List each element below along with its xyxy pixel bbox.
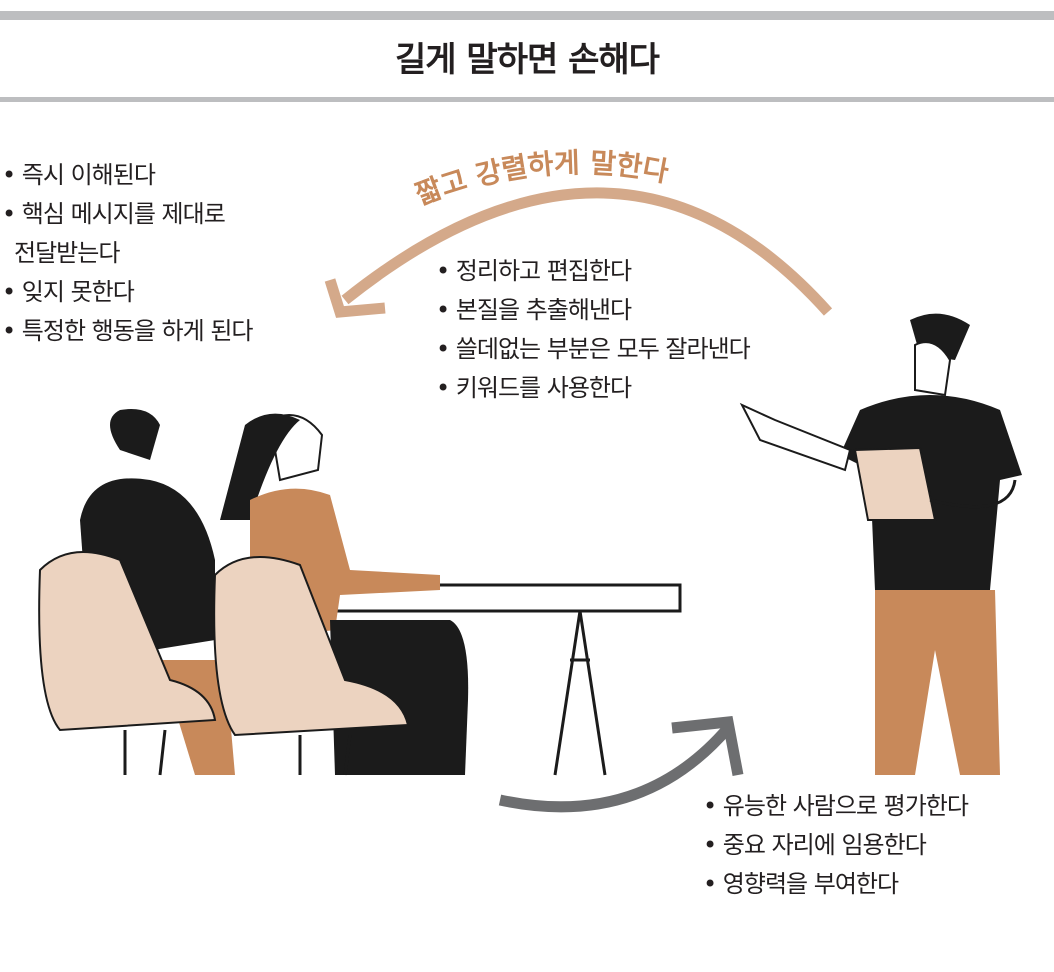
gray-arrow-head	[671, 715, 744, 777]
list-item: 특정한 행동을 하게 된다	[2, 312, 254, 351]
list-item: 정리하고 편집한다	[436, 252, 750, 291]
list-item: 중요 자리에 임용한다	[703, 826, 968, 865]
top-divider	[0, 11, 1054, 20]
list-item: 영향력을 부여한다	[703, 865, 968, 904]
list-item: 본질을 추출해낸다	[436, 291, 750, 330]
list-item: 키워드를 사용한다	[436, 369, 750, 408]
presenter	[739, 313, 1022, 775]
list-item: 전달받는다	[14, 239, 120, 267]
list-item: 핵심 메시지를 제대로	[2, 195, 252, 234]
gray-arrow	[498, 724, 733, 813]
arc-arrow-head	[324, 278, 386, 318]
list-item: 즉시 이해된다	[2, 156, 252, 195]
result-list: 유능한 사람으로 평가한다 중요 자리에 임용한다 영향력을 부여한다	[703, 787, 969, 904]
benefits-list: 즉시 이해된다 핵심 메시지를 제대로 전달받는다 잊지 못한다 특정한 행동을…	[2, 156, 254, 351]
chair-left	[38, 551, 217, 776]
page-title: 길게 말하면 손해다	[395, 40, 660, 80]
arc-arrow	[341, 187, 833, 316]
method-list: 정리하고 편집한다 본질을 추출해낸다 쓸데없는 부분은 모두 잘라낸다 키워드…	[436, 252, 751, 408]
title-divider	[0, 97, 1054, 102]
chair-right	[213, 556, 410, 776]
list-item: 쓸데없는 부분은 모두 잘라낸다	[436, 330, 751, 369]
list-item: 유능한 사람으로 평가한다	[703, 787, 969, 826]
list-item: 잊지 못한다	[2, 273, 252, 312]
